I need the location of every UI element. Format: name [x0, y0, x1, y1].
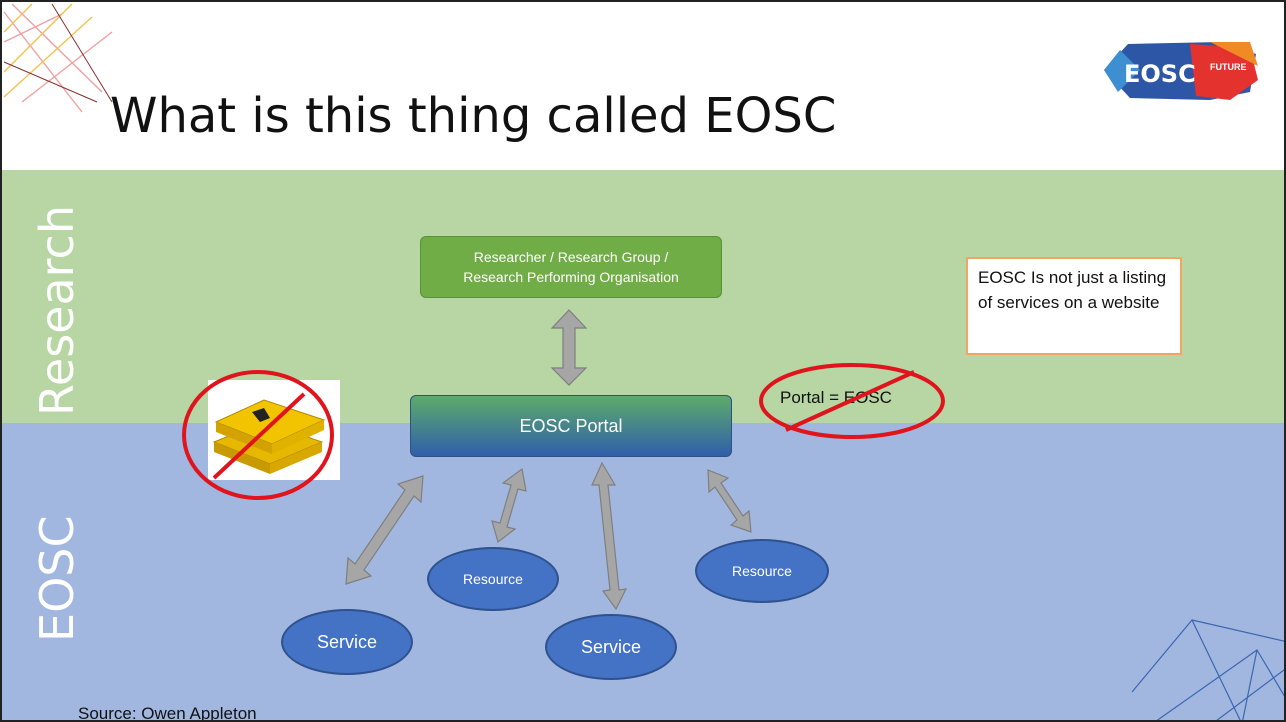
prohibit-slash-right — [785, 370, 915, 432]
yellow-pages-book-icon — [212, 399, 326, 474]
logo-eosc-text: EOSC — [1124, 60, 1196, 88]
researcher-line-1: Researcher / Research Group / — [473, 249, 669, 265]
researcher-box: Researcher / Research Group / Research P… — [420, 236, 722, 298]
prohibit-slash-left — [212, 392, 306, 480]
prohibit-circle-right — [759, 363, 945, 439]
prohibit-circle-left — [182, 370, 334, 500]
logo-future-text: FUTURE — [1210, 62, 1247, 72]
service-node-middle: Service — [545, 614, 677, 680]
slide-title: What is this thing called EOSC — [110, 88, 837, 144]
researcher-line-2: Research Performing Organisation — [463, 269, 679, 285]
eosc-portal-box: EOSC Portal — [410, 395, 732, 457]
resource-node-right: Resource — [695, 539, 829, 603]
resource-node-left: Resource — [427, 547, 559, 611]
eosc-future-logo — [1104, 42, 1258, 100]
service-node-left: Service — [281, 609, 413, 675]
note-box: EOSC Is not just a listing of services o… — [966, 257, 1182, 355]
source-credit: Source: Owen Appleton — [78, 704, 257, 722]
